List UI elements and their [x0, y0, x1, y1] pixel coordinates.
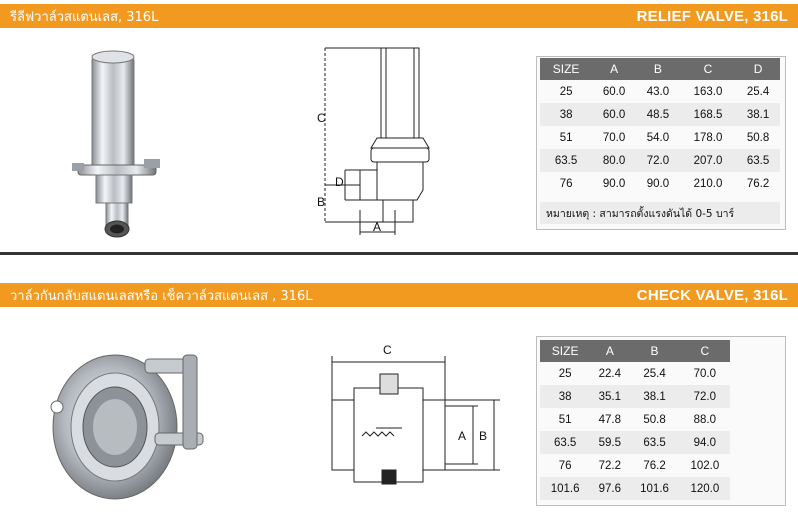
relief-dim-c: C	[317, 111, 326, 125]
check-dim-c: C	[383, 343, 392, 357]
table-cell: 48.5	[636, 103, 680, 126]
table-row: 25 22.4 25.4 70.0	[540, 362, 730, 385]
table-cell: 59.5	[590, 431, 630, 454]
table-cell: 163.0	[693, 85, 723, 98]
table-row: 25 60.0 43.0 163.0 25.4	[540, 80, 780, 103]
check-title-english: CHECK VALVE, 316L	[636, 286, 788, 304]
table-cell: 210.0	[693, 177, 723, 190]
table-row: 76 72.2 76.2 102.0	[540, 454, 730, 477]
relief-size-table: SIZE A B C D 25 60.0 43.0 163.0 25.4 38 …	[540, 58, 780, 195]
col-header: SIZE	[540, 58, 593, 80]
col-header: B	[636, 58, 680, 80]
table-cell: 51	[558, 413, 572, 426]
table-cell: 70.0	[693, 367, 717, 380]
table-cell: 60.0	[592, 103, 636, 126]
relief-title-thai: รีลีฟวาล์วสแตนเลส, 316L	[10, 9, 159, 25]
check-table-header: SIZE A B C	[540, 340, 730, 362]
table-cell: 72.2	[598, 459, 622, 472]
table-cell: 101.6	[629, 477, 680, 500]
check-size-table: SIZE A B C 25 22.4 25.4 70.0 38 35.1 38.…	[540, 340, 730, 500]
table-cell: 76	[559, 177, 573, 190]
table-cell: 80.0	[592, 149, 636, 172]
col-header: C	[679, 58, 737, 80]
table-row: 51 70.0 54.0 178.0 50.8	[540, 126, 780, 149]
table-row: 51 47.8 50.8 88.0	[540, 408, 730, 431]
check-valve-banner: วาล์วกันกลับสแตนเลสหรือ เช็ควาล์วสแตนเลส…	[0, 283, 798, 307]
check-dim-b: B	[479, 429, 487, 443]
table-cell: 35.1	[590, 385, 630, 408]
table-cell: 76.2	[643, 459, 666, 472]
table-cell: 90.0	[602, 177, 626, 190]
table-cell: 97.6	[590, 477, 630, 500]
table-cell: 63.5	[629, 431, 680, 454]
table-cell: 38.1	[736, 103, 780, 126]
table-cell: 51	[559, 131, 573, 144]
relief-dim-b: B	[317, 195, 325, 209]
relief-table-header: SIZE A B C D	[540, 58, 780, 80]
table-cell: 76	[558, 459, 572, 472]
check-valve-drawing: C A B	[331, 343, 500, 485]
table-cell: 120.0	[679, 477, 730, 500]
table-cell: 63.5	[736, 149, 780, 172]
table-cell: 25	[559, 85, 573, 98]
relief-valve-banner: รีลีฟวาล์วสแตนเลส, 316L RELIEF VALVE, 31…	[0, 4, 798, 28]
relief-table-panel	[536, 56, 786, 230]
table-cell: 54.0	[646, 131, 670, 144]
table-cell: 102.0	[690, 459, 720, 472]
table-cell: 90.0	[646, 177, 670, 190]
relief-dim-d: D	[335, 175, 344, 189]
table-cell: 72.0	[636, 149, 680, 172]
table-cell: 25.4	[746, 85, 770, 98]
table-cell: 76.2	[746, 177, 770, 190]
table-cell: 38.1	[629, 385, 680, 408]
table-cell: 94.0	[679, 431, 730, 454]
table-cell: 72.0	[679, 385, 730, 408]
table-cell: 50.8	[746, 131, 770, 144]
col-header: C	[679, 340, 730, 362]
check-valve-photo	[50, 354, 204, 500]
table-row: 63.5 59.5 63.5 94.0	[540, 431, 730, 454]
table-cell: 101.6	[540, 477, 591, 500]
relief-valve-photo	[72, 50, 160, 238]
table-cell: 88.0	[693, 413, 717, 426]
table-row: 101.6 97.6 101.6 120.0	[540, 477, 730, 500]
relief-dim-a: A	[373, 220, 381, 234]
table-cell: 178.0	[693, 131, 723, 144]
table-cell: 43.0	[646, 85, 670, 98]
relief-valve-drawing: C D B A	[317, 47, 430, 235]
table-cell: 25	[558, 367, 572, 380]
table-cell: 63.5	[540, 149, 593, 172]
col-header: B	[629, 340, 680, 362]
relief-pressure-note: หมายเหตุ : สามารถตั้งแรงดันได้ 0-5 บาร์	[540, 202, 780, 224]
col-header: SIZE	[540, 340, 591, 362]
section-divider	[0, 252, 798, 255]
col-header: D	[736, 58, 780, 80]
table-cell: 63.5	[540, 431, 591, 454]
table-cell: 38	[540, 103, 593, 126]
table-cell: 168.5	[679, 103, 737, 126]
table-row: 76 90.0 90.0 210.0 76.2	[540, 172, 780, 195]
table-cell: 50.8	[643, 413, 666, 426]
table-cell: 38	[540, 385, 591, 408]
table-row: 38 35.1 38.1 72.0	[540, 385, 730, 408]
table-cell: 70.0	[602, 131, 626, 144]
table-row: 63.5 80.0 72.0 207.0 63.5	[540, 149, 780, 172]
check-title-thai: วาล์วกันกลับสแตนเลสหรือ เช็ควาล์วสแตนเลส…	[10, 288, 313, 304]
table-cell: 22.4	[598, 367, 622, 380]
table-row: 38 60.0 48.5 168.5 38.1	[540, 103, 780, 126]
table-cell: 207.0	[679, 149, 737, 172]
table-cell: 25.4	[643, 367, 666, 380]
col-header: A	[590, 340, 630, 362]
col-header: A	[592, 58, 636, 80]
check-dim-a: A	[458, 429, 466, 443]
table-cell: 47.8	[598, 413, 622, 426]
relief-title-english: RELIEF VALVE, 316L	[636, 7, 788, 25]
table-cell: 60.0	[602, 85, 626, 98]
